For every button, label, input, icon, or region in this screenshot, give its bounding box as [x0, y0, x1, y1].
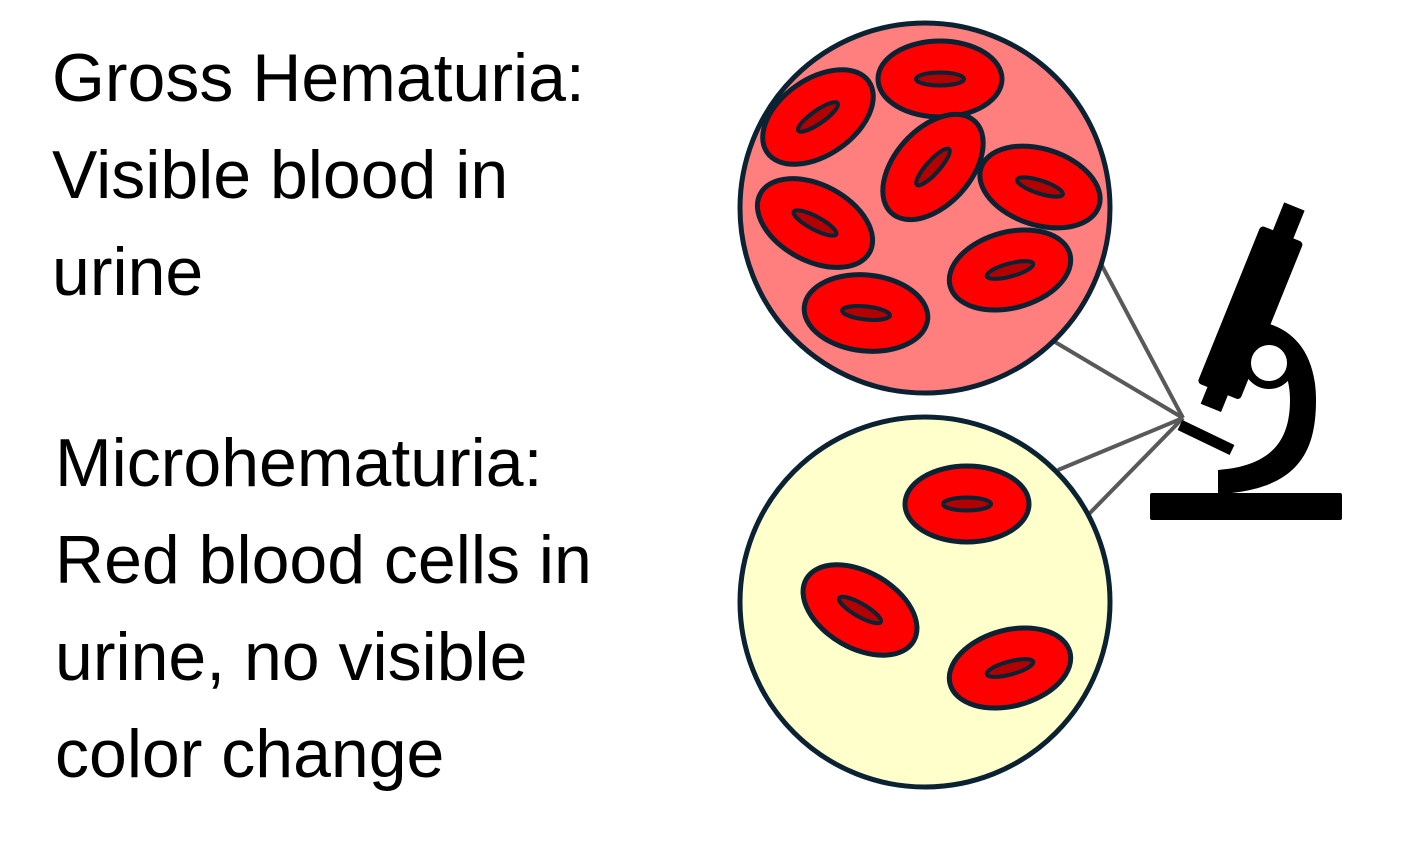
microhematuria-desc-line-2: urine, no visible [55, 619, 528, 695]
gross-hematuria-title: Gross Hematuria: [52, 40, 585, 116]
gross-hematuria-field [737, 20, 1111, 396]
microhematuria-field [737, 414, 1113, 790]
microhematuria-desc-line-1: Red blood cells in [55, 522, 592, 598]
red-blood-cell-icon [878, 41, 1002, 117]
microhematuria-desc-line-3: color change [55, 716, 445, 792]
red-blood-cell-icon [905, 466, 1029, 542]
pointer-lines [1053, 261, 1185, 517]
microhematuria-title: Microhematuria: [55, 425, 543, 501]
microhematuria-text: Microhematuria: Red blood cells in urine… [55, 415, 592, 803]
gross-hematuria-desc-line-2: urine [52, 234, 204, 310]
gross-hematuria-desc-line-1: Visible blood in [52, 137, 509, 213]
gross-hematuria-text: Gross Hematuria: Visible blood in urine [52, 30, 585, 321]
microscope-icon [1150, 202, 1342, 520]
